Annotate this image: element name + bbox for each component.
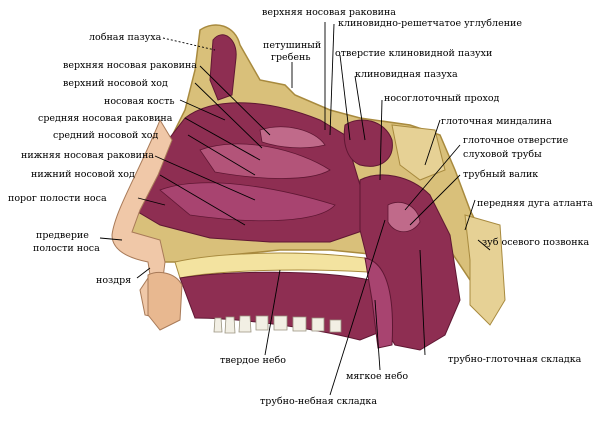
label-hard-palate: твердое небо bbox=[220, 355, 286, 366]
upper-lip-shape bbox=[147, 272, 183, 331]
label-nasopharyngeal-passage: носоглоточный проход bbox=[384, 93, 500, 104]
label-lower-turbinate: нижняя носовая раковина bbox=[21, 150, 154, 161]
label-lower-meatus: нижний носовой ход bbox=[31, 169, 135, 180]
label-pharyngeal-tonsil: глоточная миндалина bbox=[441, 116, 552, 127]
tubal-torus-shape bbox=[387, 201, 421, 233]
label-nostril: ноздря bbox=[96, 275, 132, 286]
frontal-sinus-shape bbox=[209, 34, 237, 101]
label-salpingopalatine-fold: трубно-небная складка bbox=[260, 396, 377, 407]
label-upper-turbinate-top: верхняя носовая раковина bbox=[262, 7, 396, 18]
label-frontal-sinus: лобная пазуха bbox=[89, 32, 162, 43]
label-upper-turbinate: верхняя носовая раковина bbox=[63, 60, 197, 71]
label-middle-meatus: средний носовой ход bbox=[53, 130, 159, 141]
label-tubal-torus: трубный валик bbox=[463, 169, 539, 180]
label-crista-galli-1: петушиный bbox=[263, 40, 322, 51]
label-tube-opening-1: глоточное отверстие bbox=[463, 135, 569, 146]
label-nasal-threshold: порог полости носа bbox=[8, 193, 107, 204]
middle-turbinate-shape bbox=[199, 143, 331, 179]
label-axis-dens: зуб осевого позвонка bbox=[482, 237, 590, 248]
soft-palate-shape bbox=[364, 257, 393, 349]
label-tube-opening-2: слуховой трубы bbox=[463, 149, 542, 160]
cervical-vertebra-shape bbox=[464, 214, 506, 326]
label-sphenoethmoidal-recess: клиновидно-решетчатое углубление bbox=[338, 18, 522, 29]
label-vestibule-1: предверие bbox=[36, 230, 89, 241]
sphenoid-bone-body bbox=[391, 124, 446, 181]
teeth-row bbox=[213, 315, 342, 334]
label-sphenoid-sinus: клиновидная пазуха bbox=[355, 69, 458, 80]
label-crista-galli-2: гребень bbox=[271, 52, 311, 63]
label-sphenoid-opening: отверстие клиновидной пазухи bbox=[335, 48, 493, 59]
label-upper-meatus: верхний носовой ход bbox=[63, 78, 168, 89]
label-nasal-bone: носовая кость bbox=[104, 96, 175, 107]
label-middle-turbinate: средняя носовая раковина bbox=[38, 113, 173, 124]
nose-skin-shape bbox=[111, 118, 173, 319]
label-soft-palate: мягкое небо bbox=[346, 371, 409, 382]
leader-lines bbox=[99, 22, 491, 396]
lower-turbinate-shape bbox=[159, 182, 336, 222]
label-salpingopharyngeal-fold: трубно-глоточная складка bbox=[448, 354, 582, 365]
label-atlas-arch: передняя дуга атланта bbox=[477, 198, 593, 209]
upper-turbinate-shape bbox=[259, 126, 326, 149]
label-vestibule-2: полости носа bbox=[33, 243, 100, 254]
